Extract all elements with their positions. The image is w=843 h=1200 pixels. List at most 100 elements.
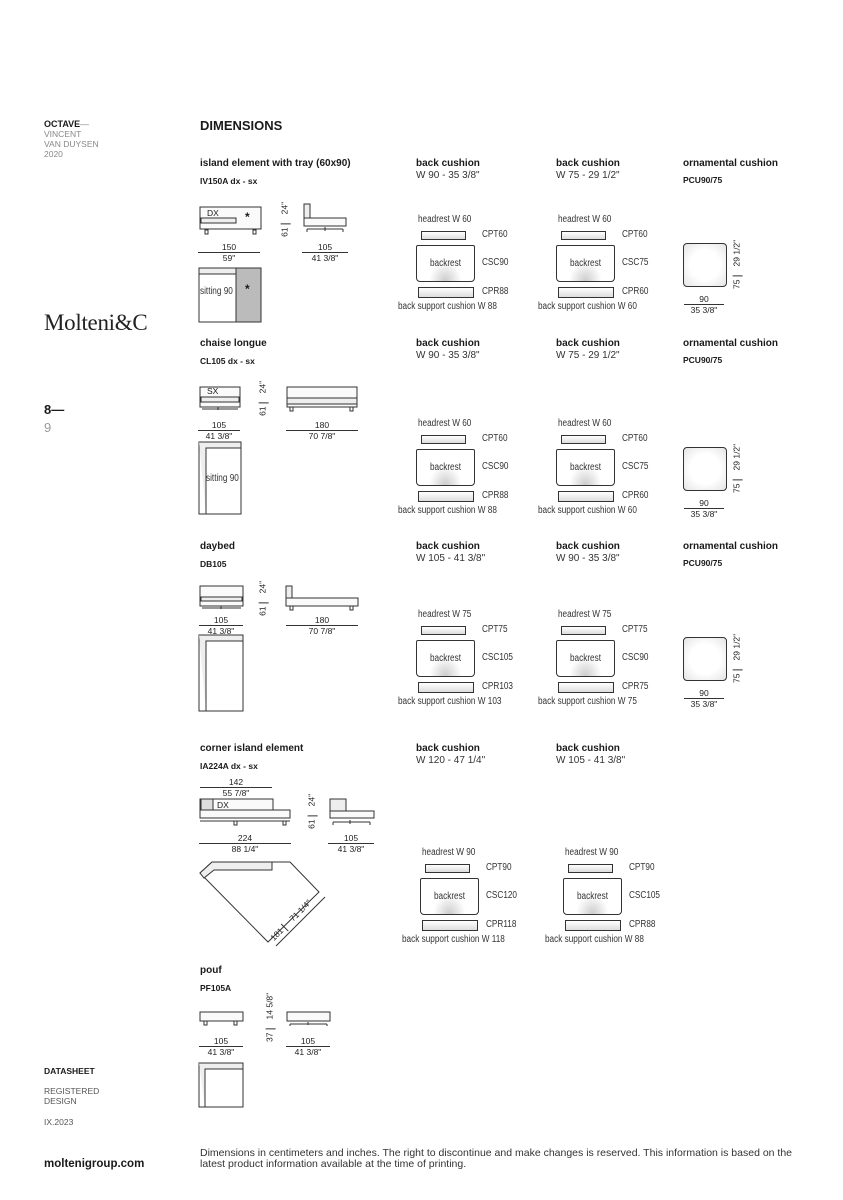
section-code: IA224A dx - sx [200,761,258,771]
cushion-size: W 105 - 41 3/8" [556,755,626,766]
dim-cm: 90 [699,688,709,698]
dim-cm: 105 [213,615,229,625]
ornamental-cushion-shape [683,447,727,491]
backrest-label: backrest [570,462,601,473]
tray-mark: * [245,210,250,224]
registered-line2: DESIGN [44,1096,77,1106]
plan-label: sitting 90 [206,473,239,484]
headrest-code: CPT60 [622,229,648,240]
backrest-label: backrest [577,891,608,902]
cushion-size: W 75 - 29 1/2" [556,350,620,361]
back-support-cushion-shape [418,682,474,693]
corner-side-view [329,798,375,825]
ornamental-height-dimension: 7529 1/2" [732,618,743,698]
footer-note: Dimensions in centimeters and inches. Th… [200,1147,793,1170]
ornamental-code: PCU90/75 [683,558,723,568]
back-support-label: back support cushion W 118 [402,934,505,945]
brand-logo: Molteni&C [44,310,148,335]
back-support-code: CPR103 [482,681,514,692]
section-code: PF105A [200,983,232,993]
cushion-size: W 75 - 29 1/2" [556,170,620,181]
backrest-label: backrest [434,891,465,902]
back-support-label: back support cushion W 60 [538,505,637,516]
back-support-label: back support cushion W 60 [538,301,637,312]
cushion-title: back cushion [556,338,620,349]
section-title: island element with tray (60x90) [200,158,351,169]
headrest-cushion-shape [421,626,466,635]
backrest-cushion-shape [416,449,475,486]
registered-line1: REGISTERED [44,1086,100,1096]
dim-inches: 41 3/8" [198,430,240,441]
back-support-cushion-shape [565,920,621,931]
ornamental-title: ornamental cushion [683,541,779,552]
back-support-code: CPR60 [622,286,649,297]
backrest-cushion-shape [420,878,479,915]
backrest-code: CSC90 [482,257,509,268]
collection-title: OCTAVE [44,119,81,129]
headrest-label: headrest W 60 [418,214,472,225]
chaise-front-view [199,386,241,410]
headrest-label: headrest W 75 [418,609,472,620]
dim-inches: 24" [279,201,290,215]
ornamental-height-dimension: 7529 1/2" [732,428,743,508]
dim-cm: 75 [731,483,742,493]
headrest-label: headrest W 60 [418,418,472,429]
backrest-label: backrest [430,462,461,473]
back-support-label: back support cushion W 103 [398,696,502,707]
headrest-cushion-shape [561,435,606,444]
dim-cm: 90 [699,498,709,508]
headrest-code: CPT90 [629,862,655,873]
dim-line [732,473,743,481]
dim-line [732,269,743,277]
cushion-title: back cushion [416,541,480,552]
backrest-code: CSC120 [486,890,518,901]
dim-cm: 180 [314,615,330,625]
collection-name: OCTAVE— [44,119,89,129]
backrest-cushion-shape [556,449,615,486]
cushion-size: W 90 - 35 3/8" [416,170,480,181]
height-dimension: 3714 5/8" [265,977,276,1057]
dim-cm: 61 [279,227,290,237]
dim-inches: 35 3/8" [684,304,724,315]
dim-cm: 224 [237,833,253,843]
backrest-cushion-shape [556,640,615,677]
backrest-code: CSC90 [622,652,649,663]
island-plan-view [198,267,262,323]
ornamental-title: ornamental cushion [683,338,779,349]
section-code: CL105 dx - sx [200,356,255,366]
headrest-cushion-shape [561,231,606,240]
pouf-side-view [286,1011,331,1026]
ornamental-code: PCU90/75 [683,175,723,185]
pouf-front-view [199,1011,244,1026]
cushion-title: back cushion [556,541,620,552]
headrest-label: headrest W 90 [422,847,476,858]
orientation-label: DX [217,800,229,810]
chaise-side-view [286,386,358,412]
backrest-cushion-shape [416,245,475,282]
dim-line [258,596,269,604]
pouf-plan-view [198,1062,244,1108]
dim-inches: 29 1/2" [731,633,742,661]
dim-cm: 37 [264,1032,275,1042]
dim-cm: 61 [257,606,268,616]
backrest-code: CSC75 [622,461,649,472]
island-side-view [303,203,347,232]
back-support-code: CPR88 [629,919,656,930]
headrest-code: CPT90 [486,862,512,873]
dim-line [280,217,291,225]
headrest-code: CPT75 [482,624,508,635]
ornamental-code: PCU90/75 [683,355,723,365]
website-link[interactable]: moltenigroup.com [44,1158,145,1170]
dim-inches: 41 3/8" [328,843,374,854]
corner-plan-view [199,861,326,947]
